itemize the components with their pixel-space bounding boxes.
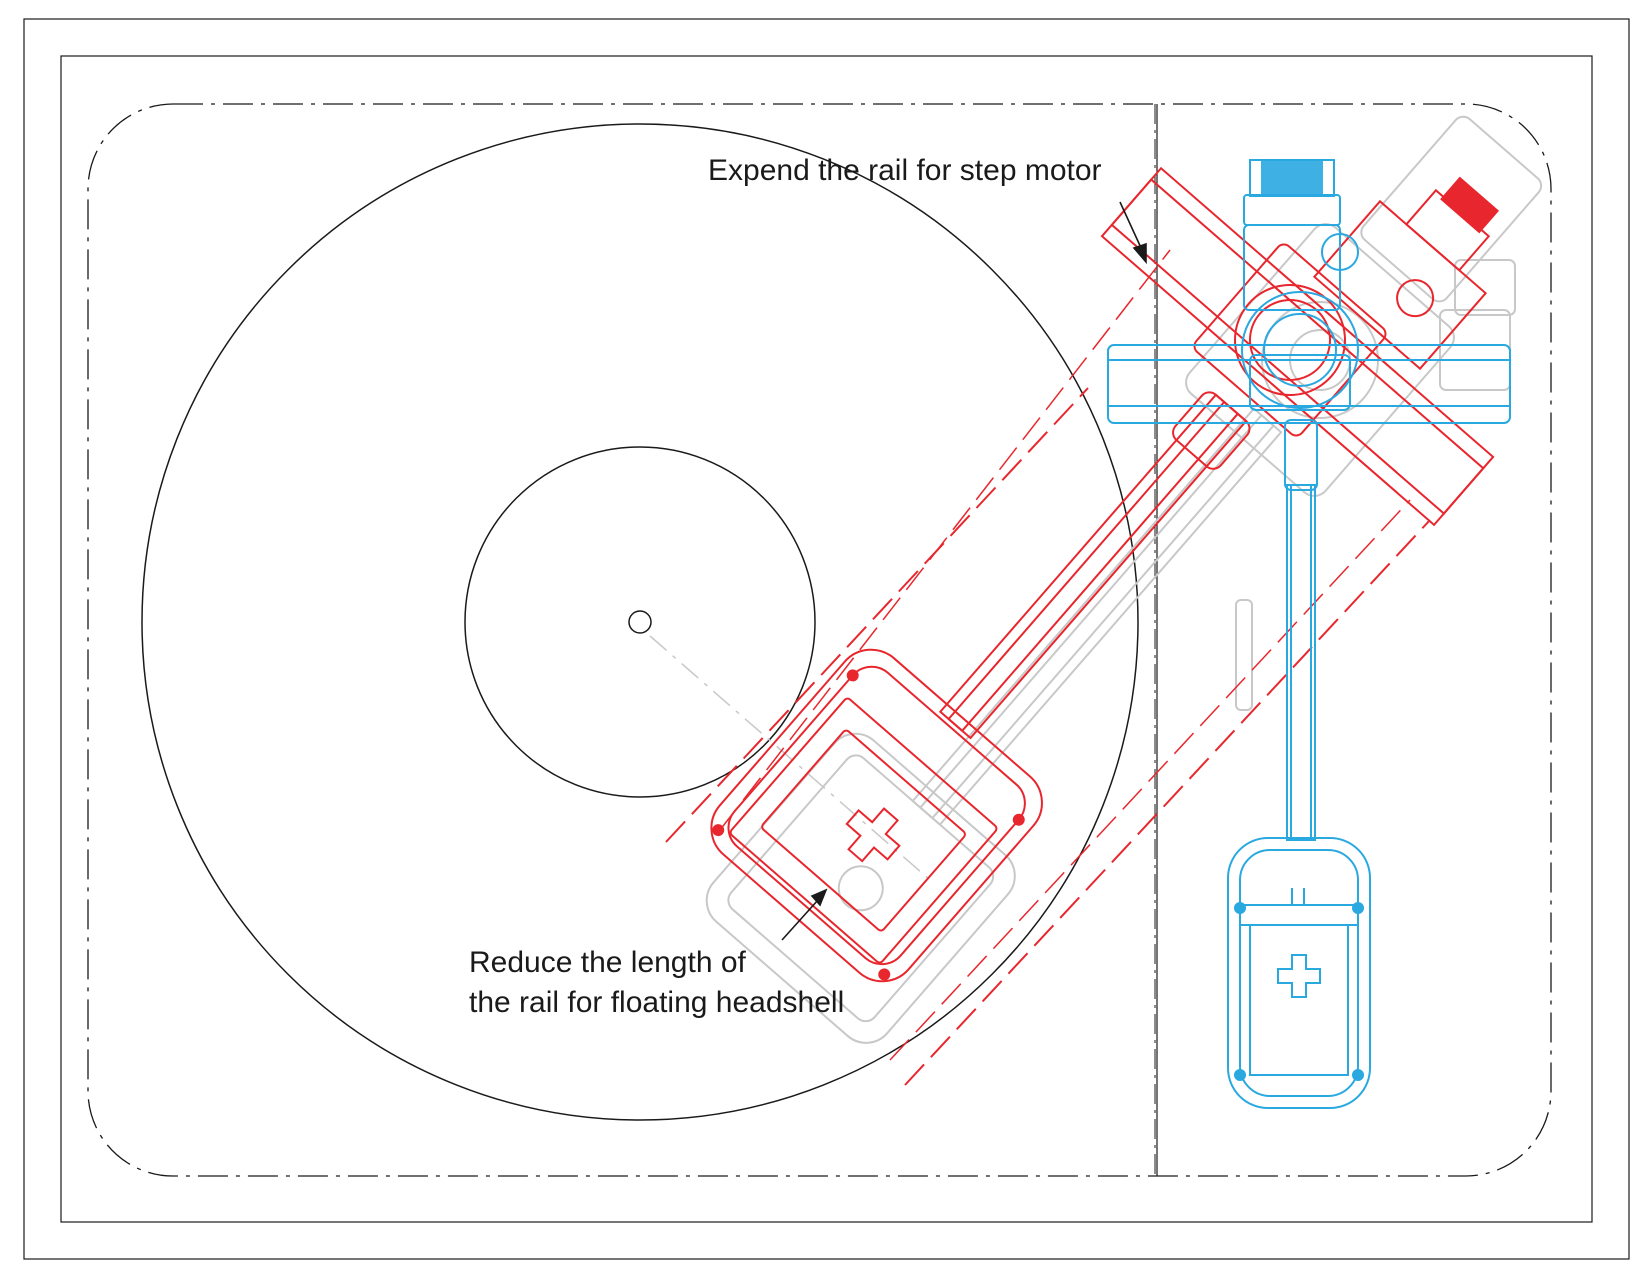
arrow-bottom-head [810, 888, 828, 907]
annotation-bottom-line1: Reduce the length of [469, 946, 747, 979]
annotation-top: Expend the rail for step motor [708, 154, 1102, 187]
platter-circle [141, 123, 1139, 1121]
record-label-circle [464, 446, 816, 798]
spindle-circle [628, 610, 652, 634]
annotation-arrows [781, 201, 1147, 941]
arrow-top [1119, 201, 1143, 251]
outer-frame [23, 18, 1630, 1260]
proposed-tonearm [665, 166, 1500, 1086]
annotation-bottom-line2: the rail for floating headshell [469, 986, 844, 1019]
plinth-outline [87, 103, 1552, 1177]
arrow-top-head [1132, 242, 1147, 265]
reference-tonearm [649, 115, 1543, 1044]
arrow-bottom [781, 899, 819, 941]
inner-frame [60, 55, 1593, 1223]
current-tonearm [1107, 159, 1511, 1109]
